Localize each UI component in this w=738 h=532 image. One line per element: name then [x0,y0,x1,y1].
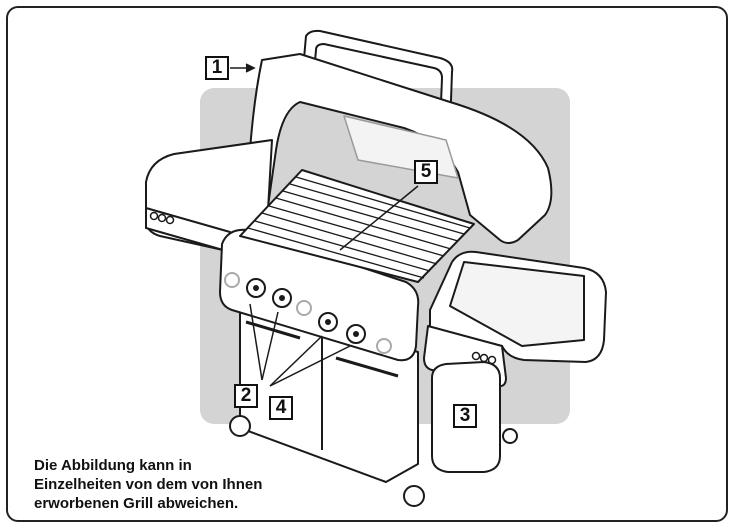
leader-line-2b [261,311,279,381]
knob-center [353,331,359,337]
side-burner-knob-icon [479,353,489,363]
leader-line-2a [249,303,263,381]
caster-left [229,415,251,437]
grate-bar [295,176,471,229]
knob-center [325,319,331,325]
side-burner-knob-icon [157,213,167,223]
callout-lid: 1 [205,56,229,80]
callout-tank: 3 [453,404,477,428]
knob-icon [296,300,312,316]
knob-icon [376,338,392,354]
grate-bar [275,197,452,250]
side-burner-knob-icon [487,355,497,365]
callout-grate: 5 [414,160,438,184]
knob-icon [224,272,240,288]
disclaimer-caption: Die Abbildung kann in Einzelheiten von d… [34,456,364,513]
control-panel [219,228,420,362]
caption-line: erworbenen Grill abweichen. [34,495,239,512]
side-burner-knob-icon [471,351,481,361]
grate-bar [282,190,459,242]
grate-bar [254,220,431,272]
grate-bar [289,183,465,235]
caster-right [403,485,425,507]
grate-bar [247,227,425,279]
cooking-grate [239,169,475,283]
knob-center [279,295,285,301]
grate-bar [268,205,445,257]
callout-side-knobs: 4 [269,396,293,420]
leader-line-4a [269,335,323,387]
side-burner-knob-icon [149,211,159,221]
leader-line-4b [269,345,351,387]
caption-line: Die Abbildung kann in [34,457,192,474]
side-burner-knob-icon [165,215,175,225]
grate-bar [261,212,438,265]
right-table-top [449,261,585,347]
arrow-1-head [245,63,256,73]
door-handle-right [335,356,399,378]
leader-line-5 [339,185,419,251]
caption-line: Einzelheiten von dem von Ihnen [34,476,263,493]
callout-burner-knobs: 2 [234,384,258,408]
knob-center [253,285,259,291]
caster-back [502,428,518,444]
